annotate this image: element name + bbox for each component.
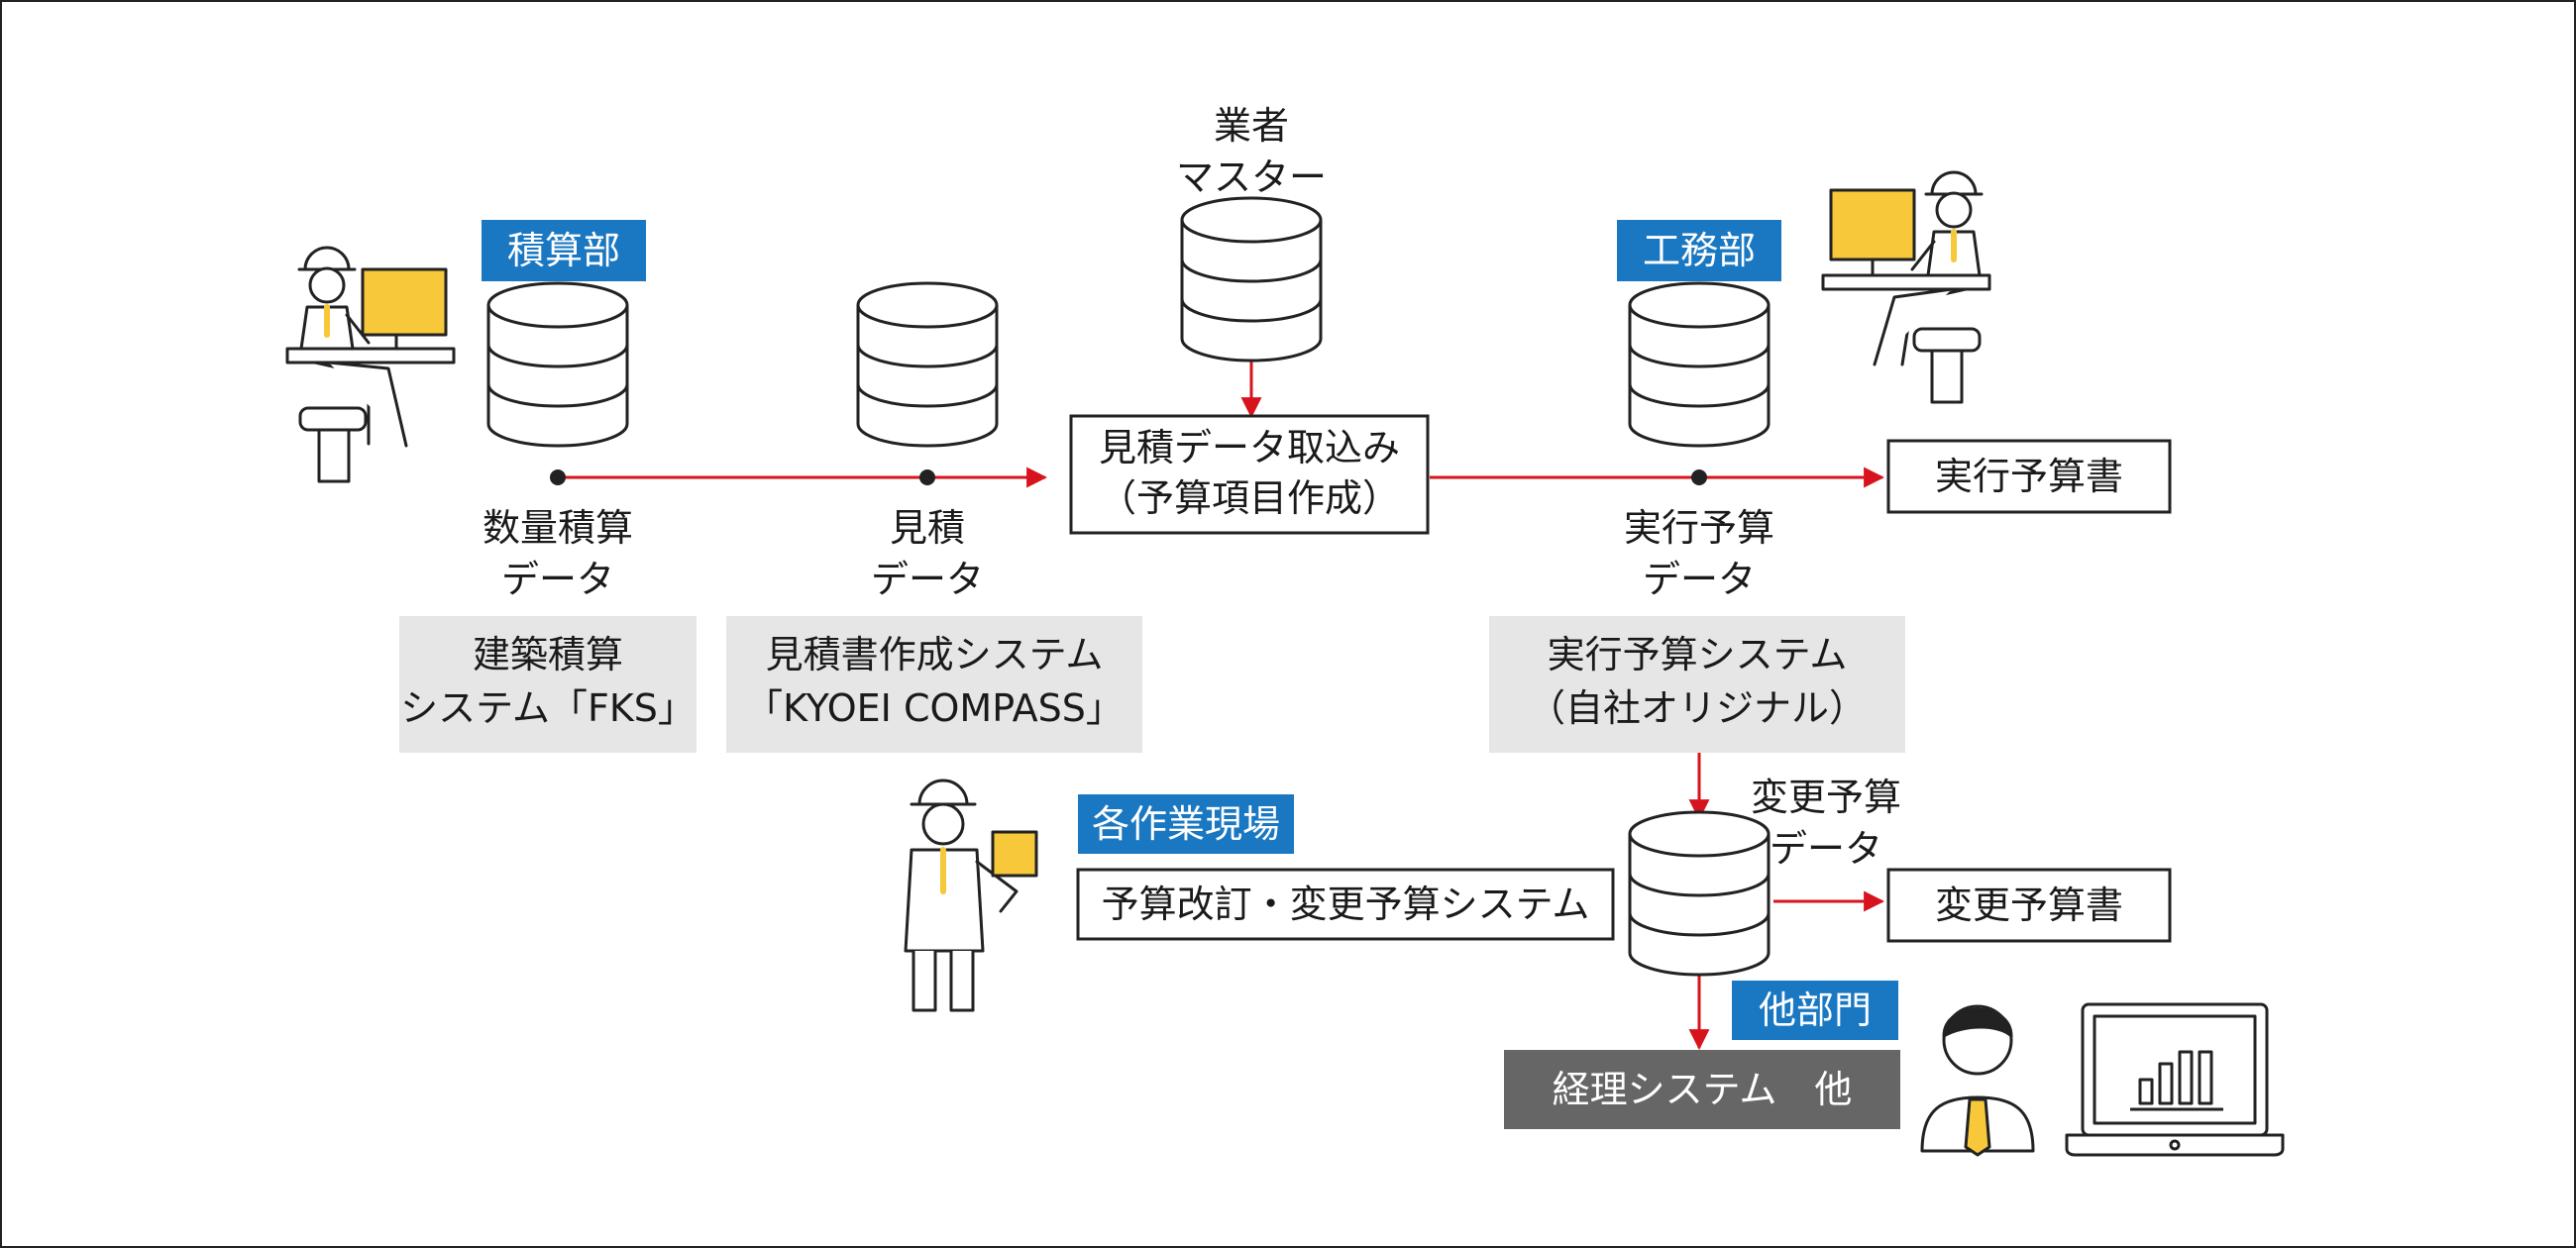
system-execution-line1: 実行予算システム: [1548, 633, 1848, 676]
process-budget-revision-box: [1076, 868, 1615, 941]
vendor-master-line2: マスター: [1176, 156, 1327, 199]
db-change-budget: [1628, 810, 1771, 977]
db-estimate: [856, 281, 999, 448]
accounting-label: 経理システム 他: [1553, 1068, 1853, 1111]
system-kyoei-compass-box: [726, 616, 1142, 753]
system-execution-line2: （自社オリジナル）: [1528, 686, 1867, 730]
execution-data-line1: 実行予算: [1624, 506, 1774, 550]
db-execution-budget: [1628, 281, 1771, 448]
label-estimation-dept-bg: [482, 220, 646, 281]
estimate-import-line1: 見積データ取込み: [1099, 426, 1400, 469]
process-accounting-box: [1504, 1050, 1900, 1129]
system-kyoei-line1: 見積書作成システム: [766, 633, 1104, 676]
system-kyoei-line2: 「KYOEI COMPASS」: [745, 686, 1124, 730]
system-execution-budget-box: [1489, 616, 1905, 753]
change-data-line1: 変更予算: [1751, 776, 1901, 819]
laptop-chart-icon: [2065, 1002, 2285, 1157]
label-other-depts: 他部門: [1759, 988, 1872, 1032]
label-site-offices-bg: [1078, 794, 1294, 854]
budget-revision-label: 予算改訂・変更予算システム: [1102, 883, 1590, 926]
process-estimate-import-box: [1069, 414, 1430, 535]
junction-dot: [919, 469, 935, 485]
estimate-import-line2: （予算項目作成）: [1099, 476, 1400, 520]
output-execution-budget: 実行予算書: [1935, 455, 2123, 498]
output-change-budget: 変更予算書: [1935, 884, 2123, 927]
label-engineering-dept: 工務部: [1643, 229, 1756, 272]
worker-with-clipboard-icon: [904, 779, 1038, 1012]
office-worker-icon: [1920, 1004, 2035, 1157]
vendor-master-line1: 業者: [1214, 104, 1289, 148]
junction-dot: [550, 469, 566, 485]
quantity-data-line1: 数量積算: [483, 506, 633, 550]
db-quantity-estimation: [486, 281, 629, 448]
label-estimation-dept: 積算部: [507, 229, 620, 272]
label-site-offices: 各作業現場: [1092, 802, 1280, 846]
estimate-data-line1: 見積: [890, 506, 965, 550]
system-fks-line2: システム「FKS」: [400, 686, 696, 730]
system-fks-line1: 建築積算: [473, 633, 623, 676]
db-vendor-master: [1180, 196, 1323, 363]
output-execution-budget-box: [1886, 439, 2172, 514]
estimate-data-line2: データ: [871, 558, 984, 601]
label-engineering-dept-bg: [1617, 220, 1781, 281]
output-change-budget-box: [1886, 868, 2172, 943]
change-data-line2: データ: [1770, 827, 1882, 871]
execution-data-line2: データ: [1643, 558, 1756, 601]
worker-at-computer-icon: [285, 246, 456, 483]
label-other-depts-bg: [1732, 981, 1898, 1040]
flow-lines: [560, 312, 1885, 1051]
system-fks-box: [399, 616, 697, 753]
quantity-data-line2: データ: [501, 558, 614, 601]
worker-at-computer-icon: [1821, 170, 1991, 404]
junction-dot: [1691, 469, 1707, 485]
